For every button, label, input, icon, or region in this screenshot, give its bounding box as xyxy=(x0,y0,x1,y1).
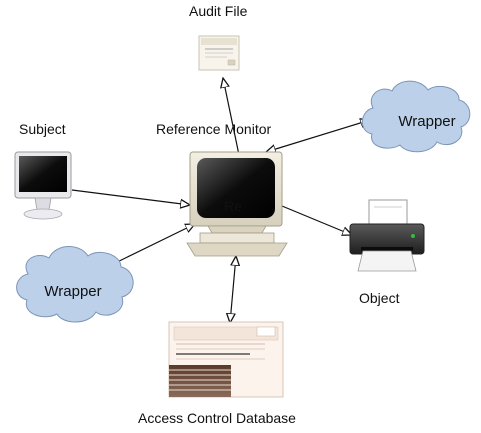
object-label: Object xyxy=(359,290,400,306)
document-icon xyxy=(198,35,240,71)
subject-label: Subject xyxy=(19,121,66,137)
imac-computer-icon xyxy=(14,151,72,220)
database-form-icon xyxy=(168,321,284,398)
access-control-database-label: Access Control Database xyxy=(138,410,296,426)
printer-icon xyxy=(349,199,425,272)
wrapper-right-label: Wrapper xyxy=(398,113,455,130)
arrow-monitor-wrapper-left xyxy=(107,224,195,267)
audit-file-label: Audit File xyxy=(189,3,248,19)
arrow-monitor-database xyxy=(230,256,236,323)
arrow-subject-to-monitor xyxy=(71,189,190,205)
arrow-monitor-wrapper-right xyxy=(266,120,370,152)
cloud-wrapper-right: Wrapper xyxy=(361,80,471,153)
arrow-monitor-to-audit-file xyxy=(223,78,240,156)
reference-monitor-label: Reference Monitor xyxy=(156,121,272,137)
arrow-monitor-to-object xyxy=(281,205,352,235)
cloud-wrapper-left: Wrapper xyxy=(16,246,134,323)
monitor-screen-text: Re xyxy=(224,198,242,214)
crt-computer-icon: Re xyxy=(186,151,288,257)
wrapper-left-label: Wrapper xyxy=(44,283,101,300)
